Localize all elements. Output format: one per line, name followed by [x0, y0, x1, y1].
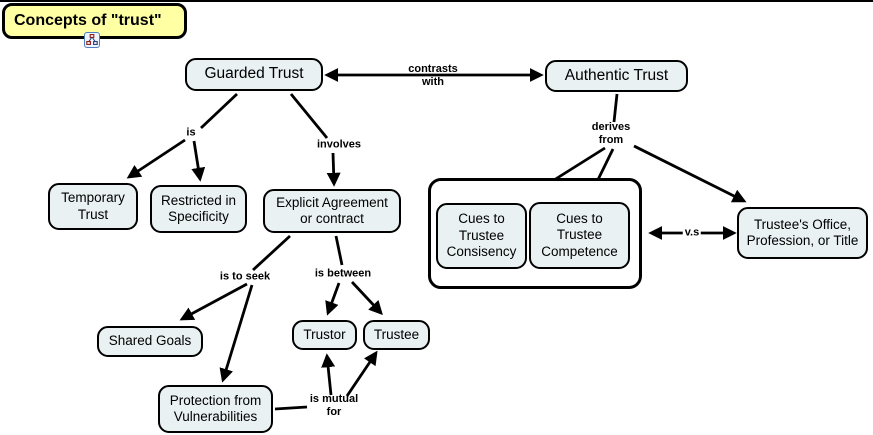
node-label: Authentic Trust [564, 66, 669, 84]
map-title-label: Concepts of "trust" [14, 12, 162, 29]
edge-guarded-to-involves [289, 93, 329, 139]
edge-is-to-temporary [126, 138, 186, 179]
link-label-contrasts-with[interactable]: contrasts with [408, 63, 458, 88]
edge-explicit-to-between [334, 235, 344, 266]
node-trustee[interactable]: Trustee [363, 320, 430, 350]
link-label-is[interactable]: is [186, 126, 196, 139]
node-restricted-in-specificity[interactable]: Restricted in Specificity [150, 185, 247, 233]
edge-between-to-trustor [325, 282, 341, 316]
link-label-is-between[interactable]: is between [314, 267, 372, 280]
link-label-vs[interactable]: v.s [682, 226, 702, 240]
node-cues-trustee-consistency[interactable]: Cues to Trustee Consisency [436, 203, 527, 269]
node-temporary-trust[interactable]: Temporary Trust [48, 183, 138, 230]
node-label: Shared Goals [108, 333, 192, 349]
edge-is-to-restricted [191, 140, 206, 182]
link-label-derives-from[interactable]: derives from [591, 121, 631, 146]
node-trustees-office-profession-title[interactable]: Trustee's Office, Profession, or Title [737, 207, 868, 259]
node-label: Trustee's Office, Profession, or Title [746, 216, 859, 248]
node-label: Trustee [373, 326, 420, 342]
node-label: Cues to Trustee Consisency [446, 211, 517, 260]
node-trustor[interactable]: Trustor [292, 320, 357, 350]
node-label: Restricted in Specificity [160, 192, 237, 224]
edge-mutual-to-trustee [345, 350, 378, 397]
node-cues-trustee-competence[interactable]: Cues to Trustee Competence [529, 202, 630, 269]
node-shared-goals[interactable]: Shared Goals [97, 326, 203, 357]
edge-seek-to-protection [219, 284, 254, 383]
link-label-is-to-seek[interactable]: is to seek [219, 270, 271, 283]
edge-guarded-to-is [200, 92, 238, 130]
edge-involves-to-explicit [326, 152, 341, 187]
edge-authentic-to-derives [612, 93, 619, 123]
node-guarded-trust[interactable]: Guarded Trust [185, 58, 323, 91]
node-label: Trustor [303, 326, 346, 342]
edge-derives-to-office [633, 144, 747, 203]
node-label: Cues to Trustee Competence [541, 210, 618, 259]
edge-mutual-to-trustor [321, 353, 336, 396]
node-label: Guarded Trust [204, 65, 304, 83]
edge-between-to-trustee [350, 281, 383, 316]
node-authentic-trust[interactable]: Authentic Trust [545, 60, 688, 92]
submap-tree-icon[interactable] [84, 32, 100, 48]
node-label: Protection from Vulnerabilities [169, 392, 262, 424]
edge-seek-to-shared-goals [179, 282, 248, 321]
edge-protection-to-mutual [274, 405, 308, 411]
link-label-is-mutual-for[interactable]: is mutual for [309, 393, 359, 418]
top-border-line [0, 0, 873, 2]
node-label: Explicit Agreement or contract [276, 194, 388, 226]
edge-explicit-to-seek [252, 234, 291, 272]
node-label: Temporary Trust [61, 190, 125, 222]
link-label-involves[interactable]: involves [316, 138, 362, 151]
node-protection-from-vulnerabilities[interactable]: Protection from Vulnerabilities [158, 385, 273, 433]
node-explicit-agreement[interactable]: Explicit Agreement or contract [263, 189, 401, 233]
